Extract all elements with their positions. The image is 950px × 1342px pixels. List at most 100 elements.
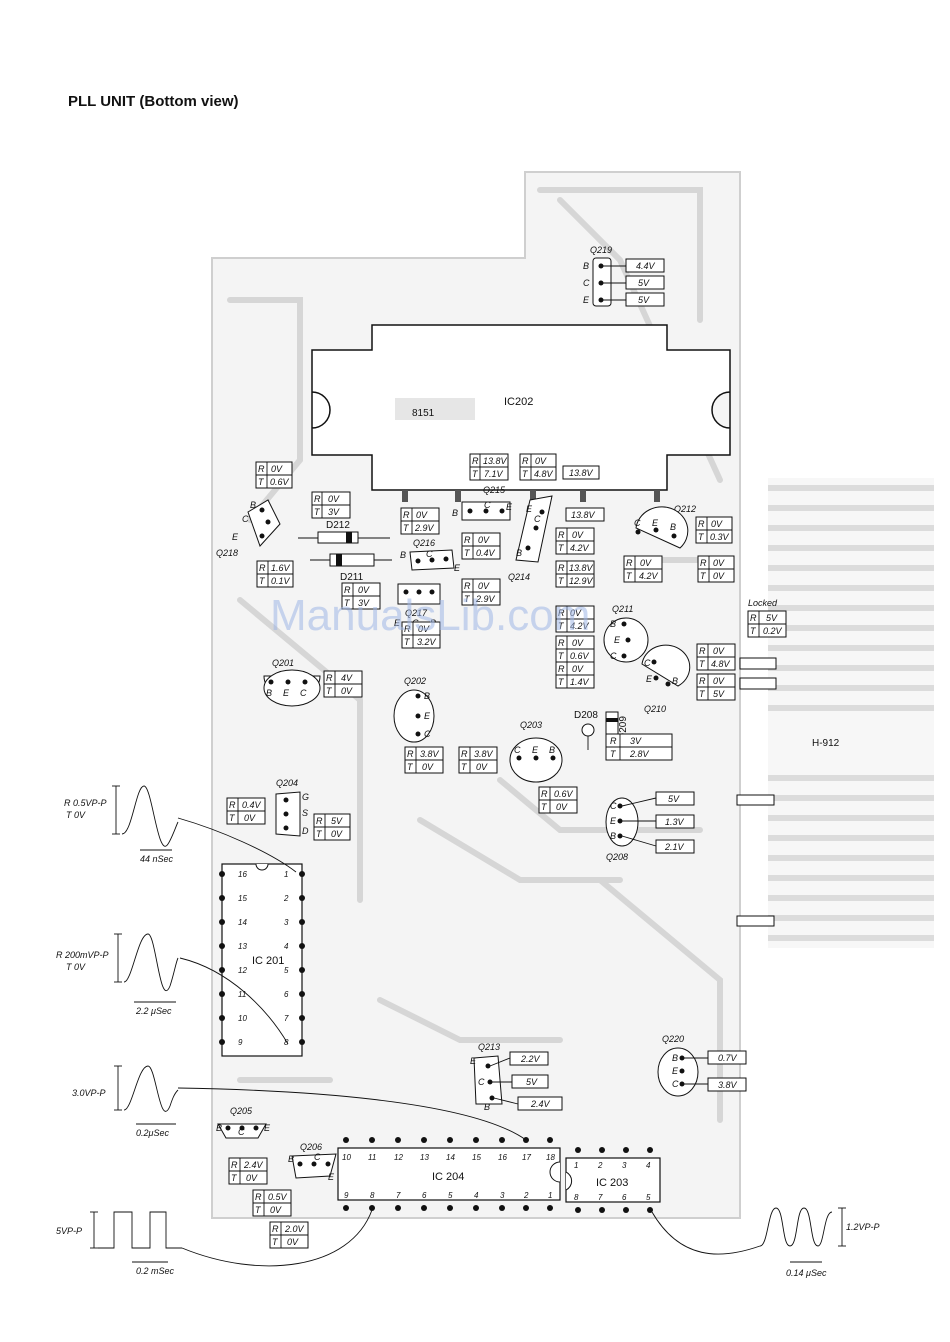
svg-text:T: T	[558, 651, 565, 661]
svg-text:12.9V: 12.9V	[569, 576, 594, 586]
q204-label: Q204	[276, 778, 298, 788]
svg-text:R: R	[558, 638, 565, 648]
svg-text:5V: 5V	[638, 295, 650, 305]
svg-text:5: 5	[448, 1191, 453, 1200]
waveform-1: R 0.5VP-P T 0V 44 nSec	[64, 785, 297, 873]
edge-connector: H-912	[736, 478, 934, 948]
svg-text:R: R	[700, 558, 707, 568]
waveform-2: R 200mVP-P T 0V 2.2 μSec	[56, 933, 289, 1045]
svg-text:0V: 0V	[358, 585, 370, 595]
q217: R0V T3V Q217 E C B R0V T2.9V R0V T3.2V	[341, 578, 501, 649]
svg-text:R: R	[344, 585, 351, 595]
svg-text:T: T	[259, 576, 266, 586]
svg-text:B: B	[216, 1123, 222, 1133]
svg-text:E: E	[646, 674, 653, 684]
svg-text:2.4V: 2.4V	[530, 1099, 551, 1109]
watermark: ManualsLib.com	[270, 591, 590, 640]
svg-text:11: 11	[368, 1153, 376, 1162]
svg-text:R: R	[255, 1192, 262, 1202]
svg-text:13.8V: 13.8V	[571, 510, 596, 520]
svg-text:16: 16	[498, 1153, 507, 1162]
svg-text:2.4V: 2.4V	[243, 1160, 264, 1170]
svg-text:3.2V: 3.2V	[417, 637, 437, 647]
svg-text:1: 1	[548, 1191, 552, 1200]
svg-text:B: B	[610, 831, 616, 841]
svg-text:5: 5	[284, 966, 289, 975]
svg-text:11: 11	[238, 990, 246, 999]
svg-text:6: 6	[284, 990, 289, 999]
svg-text:R: R	[326, 673, 333, 683]
svg-text:B: B	[288, 1154, 294, 1164]
svg-text:C: C	[534, 514, 541, 524]
svg-text:0.5V: 0.5V	[268, 1192, 288, 1202]
svg-text:B: B	[250, 500, 256, 510]
svg-text:R: R	[258, 464, 265, 474]
q215-label: Q215	[483, 485, 506, 495]
q203-label: Q203	[520, 720, 542, 730]
q202-label: Q202	[404, 676, 426, 686]
svg-text:B: B	[672, 676, 678, 686]
svg-text:C: C	[634, 518, 641, 528]
q212-label: Q212	[674, 504, 696, 514]
svg-text:T: T	[231, 1173, 238, 1183]
svg-text:C: C	[314, 1152, 321, 1162]
svg-text:4.2V: 4.2V	[570, 543, 590, 553]
svg-text:T: T	[255, 1205, 262, 1215]
q220: Q220 B E C 0.7V 3.8V	[657, 1034, 747, 1097]
svg-text:0V: 0V	[572, 664, 584, 674]
svg-text:0.6V: 0.6V	[554, 789, 574, 799]
svg-text:G: G	[302, 792, 309, 802]
ic202-label: IC202	[504, 396, 533, 408]
svg-text:44 nSec: 44 nSec	[140, 854, 174, 864]
svg-text:0.2 mSec: 0.2 mSec	[136, 1266, 175, 1276]
svg-text:5V: 5V	[713, 689, 725, 699]
svg-text:0V: 0V	[422, 762, 434, 772]
svg-text:9: 9	[344, 1191, 349, 1200]
q208-label: Q208	[606, 852, 628, 862]
svg-text:R: R	[464, 535, 471, 545]
svg-text:C: C	[426, 549, 433, 559]
svg-text:R: R	[272, 1224, 279, 1234]
svg-text:E: E	[532, 745, 539, 755]
svg-text:0V: 0V	[713, 571, 725, 581]
waveform-5: 1.2VP-P 0.14 μSec	[651, 1207, 880, 1278]
svg-text:13: 13	[420, 1153, 429, 1162]
svg-text:T: T	[258, 477, 265, 487]
svg-text:T: T	[314, 507, 321, 517]
svg-text:0V: 0V	[244, 813, 256, 823]
svg-text:3V: 3V	[630, 736, 642, 746]
svg-text:D: D	[302, 826, 309, 836]
svg-text:B: B	[549, 745, 555, 755]
svg-text:T: T	[229, 813, 236, 823]
svg-text:B: B	[670, 522, 676, 532]
svg-text:E: E	[232, 532, 239, 542]
svg-text:0V: 0V	[331, 829, 343, 839]
svg-text:B: B	[452, 508, 458, 518]
svg-text:2: 2	[597, 1161, 603, 1170]
svg-text:R: R	[314, 494, 321, 504]
svg-text:E: E	[526, 504, 533, 514]
svg-text:0V: 0V	[535, 456, 547, 466]
svg-text:T: T	[344, 598, 351, 608]
svg-text:3: 3	[500, 1191, 505, 1200]
svg-text:E: E	[264, 1123, 271, 1133]
svg-text:0V: 0V	[418, 624, 430, 634]
svg-text:B: B	[610, 619, 616, 629]
svg-text:R: R	[404, 624, 411, 634]
svg-text:R: R	[522, 456, 529, 466]
svg-text:4.4V: 4.4V	[636, 261, 656, 271]
q201-label: Q201	[272, 658, 294, 668]
svg-text:E: E	[672, 1066, 679, 1076]
svg-text:2.8V: 2.8V	[629, 749, 650, 759]
svg-text:R: R	[558, 563, 565, 573]
q210-label: Q210	[644, 704, 666, 714]
svg-text:0V: 0V	[270, 1205, 282, 1215]
svg-text:C: C	[424, 729, 431, 739]
svg-text:T: T	[472, 469, 479, 479]
svg-text:17: 17	[522, 1153, 531, 1162]
